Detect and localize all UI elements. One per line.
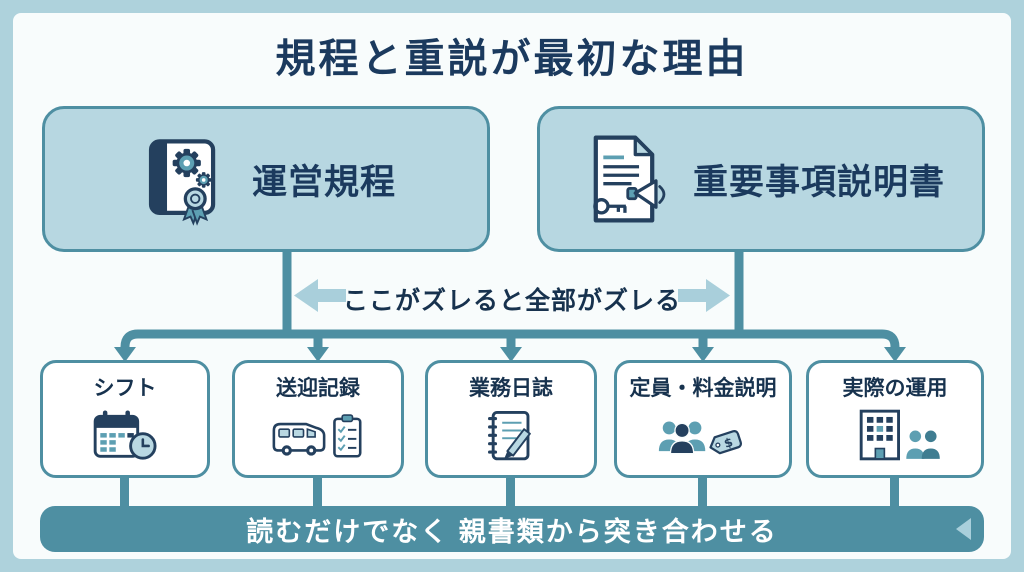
- bottom-card-transport-log: 送迎記録: [232, 360, 404, 478]
- bottom-card-label: 定員・料金説明: [629, 377, 777, 400]
- connector-arrows: [114, 252, 906, 362]
- bottom-card-shift: シフト: [40, 360, 210, 478]
- down-arrowhead: [114, 347, 136, 362]
- bottom-card-label: シフト: [93, 377, 157, 400]
- conclusion-banner-text: 読むだけでなく 親書類から突き合わせる: [246, 516, 778, 547]
- bottom-card-capacity-fees: 定員・料金説明 $: [614, 360, 792, 478]
- bottom-card-label: 送迎記録: [276, 377, 360, 400]
- dollar-symbol: $: [722, 435, 734, 451]
- book-gears-icon: [148, 139, 216, 226]
- connector-line: [313, 477, 322, 508]
- down-arrowhead: [884, 347, 906, 362]
- connector-line: [506, 477, 515, 508]
- banner-chevron-decoration: [956, 518, 971, 540]
- conclusion-banner: 読むだけでなく 親書類から突き合わせる: [40, 506, 984, 552]
- people-pricetag-icon: $: [658, 421, 742, 455]
- bottom-card-label: 実際の運用: [842, 377, 948, 400]
- top-card-label: 重要事項説明書: [692, 162, 945, 202]
- calendar-clock-icon: [93, 410, 157, 460]
- light-arrow-right: [678, 279, 730, 312]
- page-title: 規程と重説が最初な理由: [275, 37, 749, 81]
- bottom-card-actual-operation: 実際の運用: [806, 360, 984, 478]
- bottom-card-label: 業務日誌: [469, 377, 553, 400]
- top-card-label: 運営規程: [251, 162, 396, 202]
- connector-line: [890, 477, 899, 508]
- down-arrowhead: [307, 347, 329, 362]
- document-megaphone-icon: [593, 135, 666, 223]
- down-arrowhead: [692, 347, 714, 362]
- connector-line: [120, 477, 129, 508]
- van-checklist-icon: [272, 414, 362, 458]
- notebook-pencil-icon: [487, 410, 531, 461]
- bottom-card-work-diary: 業務日誌: [425, 360, 597, 478]
- connector-line: [698, 477, 707, 508]
- down-arrowhead: [500, 347, 522, 362]
- top-card-operating-rules: 運営規程: [42, 106, 490, 252]
- top-card-important-matters: 重要事項説明書: [537, 106, 985, 252]
- building-people-icon: [859, 409, 940, 461]
- light-arrow-left: [294, 279, 346, 312]
